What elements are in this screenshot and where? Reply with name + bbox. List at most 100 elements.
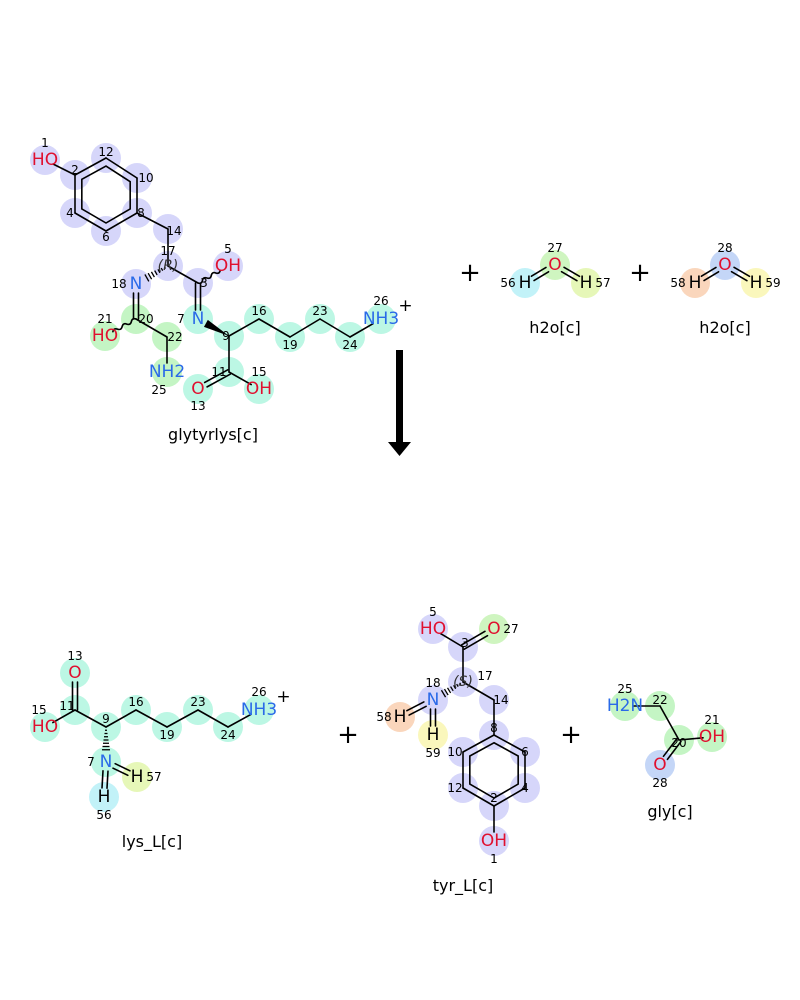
aromatic-ring <box>81 165 131 224</box>
atom-22: 22 <box>167 330 182 344</box>
atom-symbol: N <box>100 752 113 772</box>
single-bond <box>228 371 252 386</box>
atom-24: 24 <box>220 728 235 742</box>
atom-4: 4 <box>521 781 529 795</box>
single-bond <box>659 705 680 741</box>
single-bond <box>105 709 137 728</box>
atom-highlight <box>60 658 90 688</box>
atom-27: O27 <box>547 241 562 275</box>
atom-symbol: HO <box>420 619 446 639</box>
atom-number: 7 <box>177 312 185 326</box>
double-bond <box>114 762 131 772</box>
atom-highlight <box>610 691 640 721</box>
single-bond <box>319 318 351 338</box>
single-bond <box>289 318 321 338</box>
atom-symbol: H <box>580 273 593 293</box>
atom-number: 27 <box>547 241 562 255</box>
atom-highlight <box>645 750 675 780</box>
atom-highlight <box>418 720 448 750</box>
double-bond <box>563 266 581 278</box>
atom-number: 13 <box>67 649 82 663</box>
double-bond <box>666 740 682 761</box>
atom-highlight <box>244 695 274 725</box>
single-bond <box>462 681 495 701</box>
plus-sign: + <box>560 720 582 750</box>
atom-28: O28 <box>717 241 732 275</box>
single-bond <box>52 163 76 176</box>
single-bond <box>136 212 169 230</box>
atom-24: 24 <box>342 338 357 352</box>
atom-number: 6 <box>102 230 110 244</box>
atom-highlight <box>152 357 182 387</box>
atom-23: 23 <box>312 304 327 318</box>
atom-number: 57 <box>595 276 610 290</box>
atom-number: 58 <box>670 276 685 290</box>
atom-number: 7 <box>87 755 95 769</box>
atom-highlight <box>697 722 727 752</box>
atom-number: 5 <box>224 242 232 256</box>
atom-18: N18 <box>425 676 440 710</box>
atom-symbol: H <box>394 707 407 727</box>
atom-number: 26 <box>251 685 266 699</box>
atom-number: 14 <box>166 224 181 238</box>
double-bond <box>206 373 232 388</box>
double-bond <box>463 634 489 650</box>
atom-symbol: N <box>192 309 205 329</box>
atom-number: 57 <box>146 770 161 784</box>
single-bond <box>439 632 464 648</box>
double-bond <box>203 369 229 384</box>
atom-number: 20 <box>138 312 153 326</box>
double-bond <box>533 270 550 282</box>
atom-number: 21 <box>97 312 112 326</box>
atom-3: 3 <box>461 636 469 650</box>
atom-number: 1 <box>41 136 49 150</box>
bonds <box>700 266 751 282</box>
atom-number: 2 <box>71 163 79 177</box>
atom-18: N18 <box>111 274 142 294</box>
atom-9: 9 <box>222 329 230 343</box>
bonds <box>633 705 704 761</box>
atom-symbol: OH <box>481 831 507 851</box>
atom-highlight <box>122 762 152 792</box>
double-bond <box>700 266 717 278</box>
bonds <box>52 157 375 388</box>
atom-number: 23 <box>312 304 327 318</box>
atom-symbol: NH3 <box>363 309 399 329</box>
atom-1: OH1 <box>481 831 507 866</box>
atom-symbol: H <box>519 273 532 293</box>
down-arrow-icon <box>388 350 411 456</box>
molecule-name: tyr_L[c] <box>433 876 494 896</box>
atom-number: 16 <box>251 304 266 318</box>
atom-number: 12 <box>98 145 113 159</box>
single-bond <box>258 318 291 338</box>
single-bond <box>105 212 138 232</box>
atom-number: 9 <box>102 712 110 726</box>
atom-number: 27 <box>503 622 518 636</box>
atom-number: 56 <box>96 808 111 822</box>
atom-number: 18 <box>111 277 126 291</box>
atom-number: 58 <box>376 710 391 724</box>
atom-56: H56 <box>500 273 531 293</box>
atom-number: 16 <box>128 695 143 709</box>
molecules: HO12121086414(R)17OH53N18N720HO2122NH225… <box>30 136 781 896</box>
atom-16: 16 <box>251 304 266 318</box>
atom-12: 12 <box>98 145 113 159</box>
atom-6: 6 <box>102 230 110 244</box>
atom-number: 28 <box>652 776 667 790</box>
hash-bond <box>440 682 462 698</box>
atom-number: 20 <box>671 736 686 750</box>
single-bond <box>493 787 526 807</box>
atom-number: 21 <box>704 713 719 727</box>
atom-14: 14 <box>166 224 181 238</box>
atom-59: H59 <box>425 725 440 760</box>
atom-number: 15 <box>31 703 46 717</box>
aromatic-ring <box>469 741 519 800</box>
stereo-label: (R) <box>158 258 179 274</box>
